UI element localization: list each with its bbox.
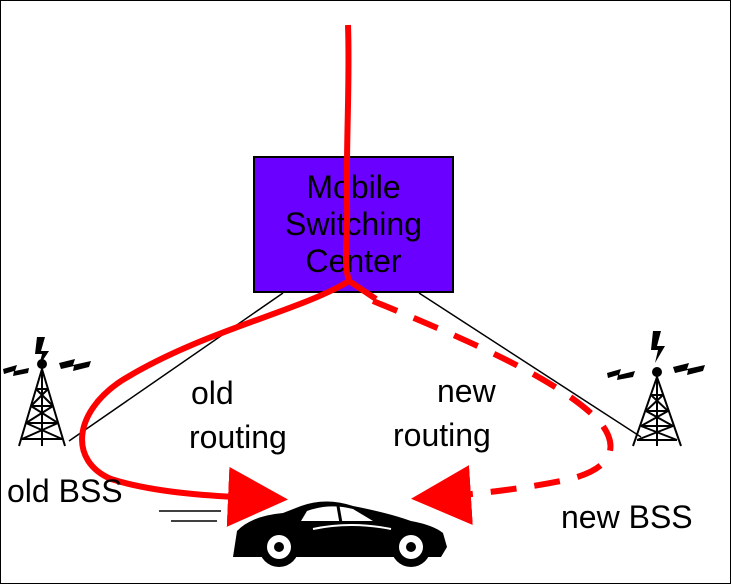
new-bss-label: new BSS — [561, 499, 693, 535]
old-routing-path — [79, 278, 351, 527]
new-bss-signal-icon — [607, 331, 705, 380]
new-routing-path — [371, 298, 614, 525]
msc-label-line-2: Switching — [285, 206, 422, 242]
old-bss-tower-icon — [18, 359, 66, 447]
new-bss-tower-icon — [632, 367, 682, 447]
incoming-call-path — [342, 24, 378, 302]
msc-label-line-3: Center — [305, 243, 402, 279]
mobile-switching-center-box: Mobile Switching Center — [253, 156, 454, 293]
link-msc-new-bss — [418, 292, 642, 438]
msc-label-line-1: Mobile — [306, 169, 401, 205]
old-routing-label-line-1: old — [191, 375, 234, 411]
old-routing-label-line-2: routing — [189, 419, 287, 455]
link-msc-old-bss — [68, 292, 284, 442]
old-bss-signal-icon — [3, 337, 91, 376]
old-bss-label: old BSS — [7, 473, 123, 509]
new-routing-label-line-1: new — [437, 373, 496, 409]
new-routing-label-line-2: routing — [393, 417, 491, 453]
